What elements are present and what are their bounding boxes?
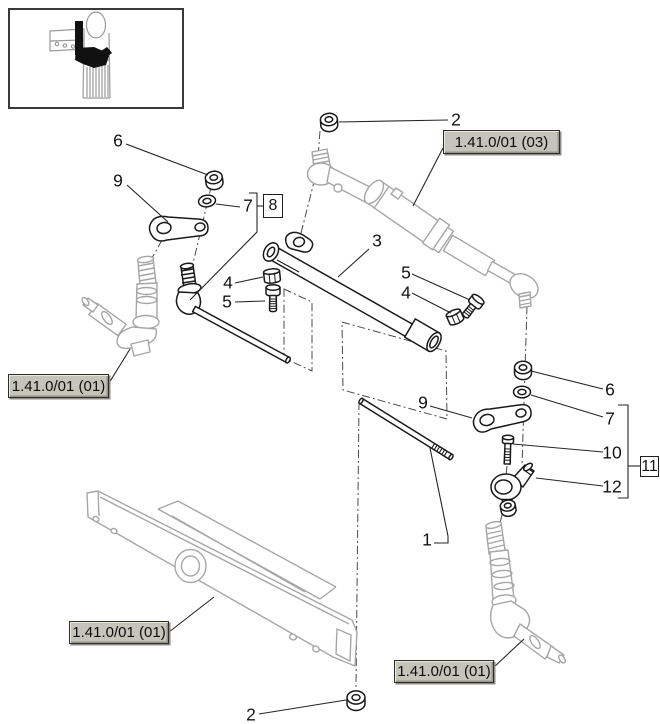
center-lines <box>151 130 528 689</box>
ref-11-box[interactable]: 11 <box>640 456 659 477</box>
bolt-10 <box>501 434 515 465</box>
ref-label-1-41-0-01-03[interactable]: 1.41.0/01 (03) <box>443 130 560 154</box>
callout-4-right: 4 <box>401 282 411 303</box>
callout-5-left: 5 <box>222 291 232 312</box>
callout-6-right: 6 <box>605 379 615 400</box>
nut-6-left <box>204 170 224 191</box>
nut-6-right <box>513 360 533 381</box>
callout-7-right: 7 <box>605 408 615 429</box>
ref-label-1-41-0-01-01-left[interactable]: 1.41.0/01 (01) <box>8 374 109 398</box>
bolt-5-left <box>265 283 281 313</box>
nut-2-top <box>319 112 339 133</box>
callout-7-left: 7 <box>243 195 253 216</box>
callout-6-left: 6 <box>113 130 123 151</box>
nut-2-bottom <box>346 690 366 712</box>
ref-label-1-41-0-01-01-right[interactable]: 1.41.0/01 (01) <box>394 660 494 683</box>
washer-7-left <box>197 194 217 208</box>
thumbnail-drawing <box>49 11 112 99</box>
nut-4-left <box>262 268 282 284</box>
service-parts-dark <box>148 112 535 712</box>
assembly-location-thumbnail <box>8 8 184 109</box>
highlighted-linkage <box>75 21 112 68</box>
reference-parts-gray <box>81 148 566 667</box>
callout-12: 12 <box>602 476 622 497</box>
nut-12 <box>499 499 517 518</box>
ref-label-1-41-0-01-01-bottom[interactable]: 1.41.0/01 (01) <box>69 621 169 644</box>
callout-1: 1 <box>422 529 432 550</box>
callout-2-bottom: 2 <box>246 704 256 724</box>
ref-8-box[interactable]: 8 <box>263 194 283 218</box>
callout-9-left: 9 <box>113 170 123 191</box>
callout-5-right: 5 <box>401 262 411 283</box>
leader-lines <box>108 119 640 715</box>
callout-2-top: 2 <box>451 109 461 130</box>
callout-10: 10 <box>602 442 622 463</box>
callout-3: 3 <box>372 230 382 251</box>
callout-4-left: 4 <box>223 272 233 293</box>
nut-4-right <box>445 308 465 326</box>
callout-9-right: 9 <box>418 392 428 413</box>
washer-7-right <box>512 385 532 399</box>
